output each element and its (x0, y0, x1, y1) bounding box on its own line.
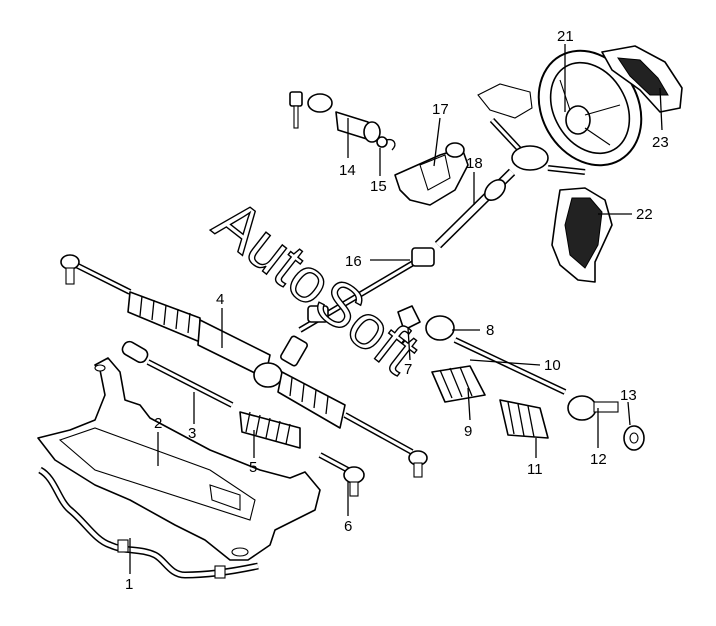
callout-labels: 1 2 3 4 5 6 7 8 9 10 11 12 13 14 15 16 1… (125, 28, 669, 593)
callout-2: 2 (154, 415, 162, 432)
rubber-boot (239, 411, 301, 449)
combination-switch (489, 117, 586, 175)
stabilizer-bar (38, 466, 259, 579)
callout-1: 1 (125, 576, 133, 593)
column-shroud (551, 187, 613, 283)
callout-4: 4 (216, 291, 224, 308)
leader-lines (129, 44, 663, 574)
ignition-lock (289, 91, 396, 151)
callout-15: 15 (370, 178, 387, 195)
callout-7: 7 (404, 361, 412, 378)
callout-10: 10 (544, 357, 561, 374)
callout-6: 6 (344, 518, 352, 535)
steering-shaft (434, 168, 516, 249)
callout-5: 5 (249, 459, 257, 476)
callout-13: 13 (620, 387, 637, 404)
callout-17: 17 (432, 101, 449, 118)
steering-rack (60, 254, 428, 478)
wheel-cover (601, 45, 683, 113)
column-cover (477, 83, 533, 119)
column-bracket (394, 142, 469, 206)
callout-16: 16 (345, 253, 362, 270)
callout-3: 3 (188, 425, 196, 442)
callout-8: 8 (486, 322, 494, 339)
intermediate-shaft (298, 247, 435, 333)
subframe (37, 357, 321, 561)
inner-tie-rod (121, 340, 234, 408)
callout-9: 9 (464, 423, 472, 440)
callout-11: 11 (527, 461, 543, 478)
callout-23: 23 (652, 134, 669, 151)
callout-12: 12 (590, 451, 607, 468)
callout-21: 21 (557, 28, 574, 45)
callout-18: 18 (466, 155, 483, 172)
tie-rod-end (318, 452, 365, 497)
drive-shaft-assembly (397, 305, 645, 451)
callout-14: 14 (339, 162, 356, 179)
callout-22: 22 (636, 206, 653, 223)
